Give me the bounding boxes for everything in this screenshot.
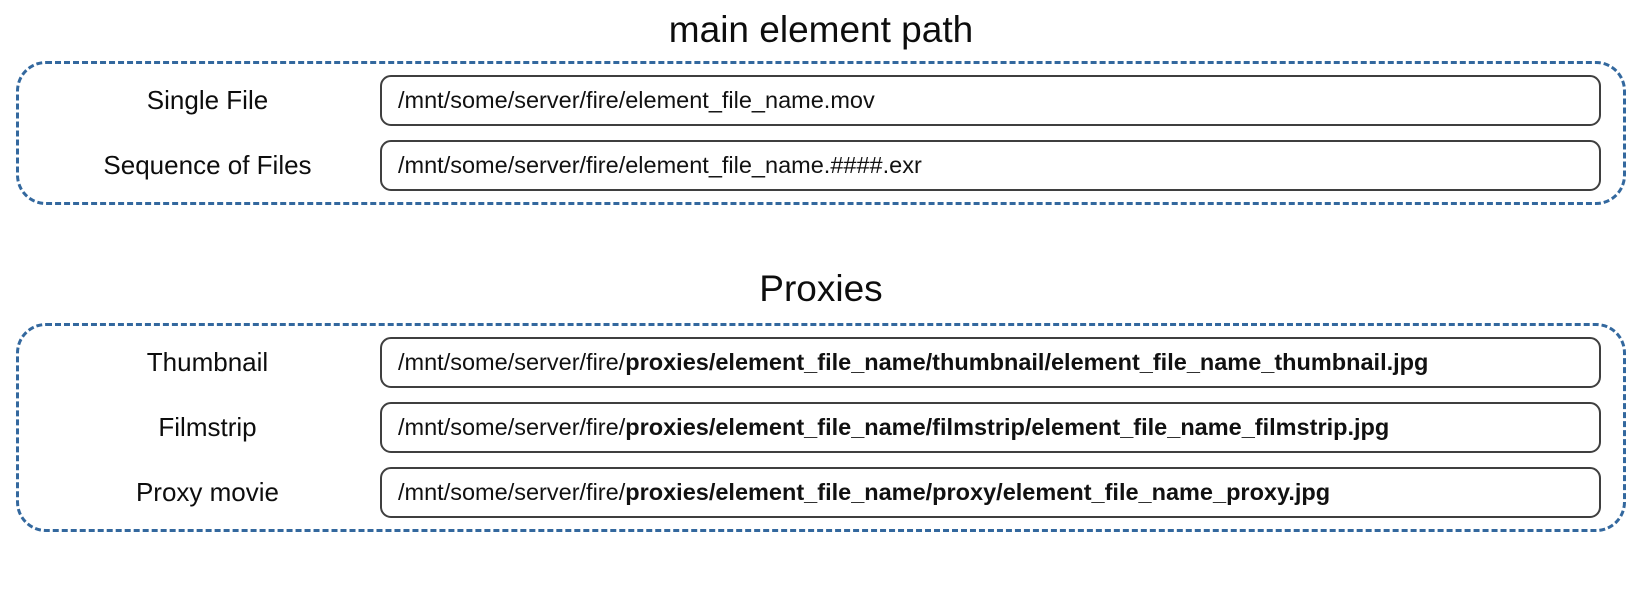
row-single-file: Single File /mnt/some/server/fire/elemen… (35, 75, 1601, 127)
path-text: /mnt/some/server/fire/element_file_name.… (398, 87, 875, 114)
thumbnail-path-field[interactable]: /mnt/some/server/fire/proxies/element_fi… (380, 336, 1601, 388)
path-text: /mnt/some/server/fire/element_file_name.… (398, 152, 922, 179)
page: main element path Single File /mnt/some/… (16, 9, 1626, 532)
row-filmstrip: Filmstrip /mnt/some/server/fire/proxies/… (35, 401, 1601, 453)
proxy-movie-label: Proxy movie (135, 476, 280, 507)
proxy-movie-path-field[interactable]: /mnt/some/server/fire/proxies/element_fi… (380, 466, 1601, 518)
thumbnail-label: Thumbnail (146, 346, 269, 377)
single-file-label: Single File (146, 85, 269, 116)
single-file-path-field[interactable]: /mnt/some/server/fire/element_file_name.… (380, 75, 1601, 127)
proxies-group: Thumbnail /mnt/some/server/fire/proxies/… (16, 322, 1626, 532)
section-spacer (16, 205, 1626, 267)
sequence-of-files-label: Sequence of Files (103, 150, 312, 181)
path-text-bold: proxies/element_file_name/thumbnail/elem… (625, 348, 1429, 375)
section-title-main-element-path: main element path (668, 9, 974, 50)
path-text: /mnt/some/server/fire/ (398, 348, 626, 375)
row-sequence-of-files: Sequence of Files /mnt/some/server/fire/… (35, 140, 1601, 192)
path-text-bold: proxies/element_file_name/filmstrip/elem… (625, 413, 1390, 440)
main-element-path-group: Single File /mnt/some/server/fire/elemen… (16, 61, 1626, 206)
path-text-bold: proxies/element_file_name/proxy/element_… (625, 478, 1331, 505)
row-proxy-movie: Proxy movie /mnt/some/server/fire/proxie… (35, 466, 1601, 518)
path-text: /mnt/some/server/fire/ (398, 413, 626, 440)
path-text: /mnt/some/server/fire/ (398, 478, 626, 505)
section-title-proxies: Proxies (759, 268, 883, 310)
sequence-of-files-path-field[interactable]: /mnt/some/server/fire/element_file_name.… (380, 140, 1601, 192)
filmstrip-label: Filmstrip (158, 411, 257, 442)
row-thumbnail: Thumbnail /mnt/some/server/fire/proxies/… (35, 336, 1601, 388)
filmstrip-path-field[interactable]: /mnt/some/server/fire/proxies/element_fi… (380, 401, 1601, 453)
